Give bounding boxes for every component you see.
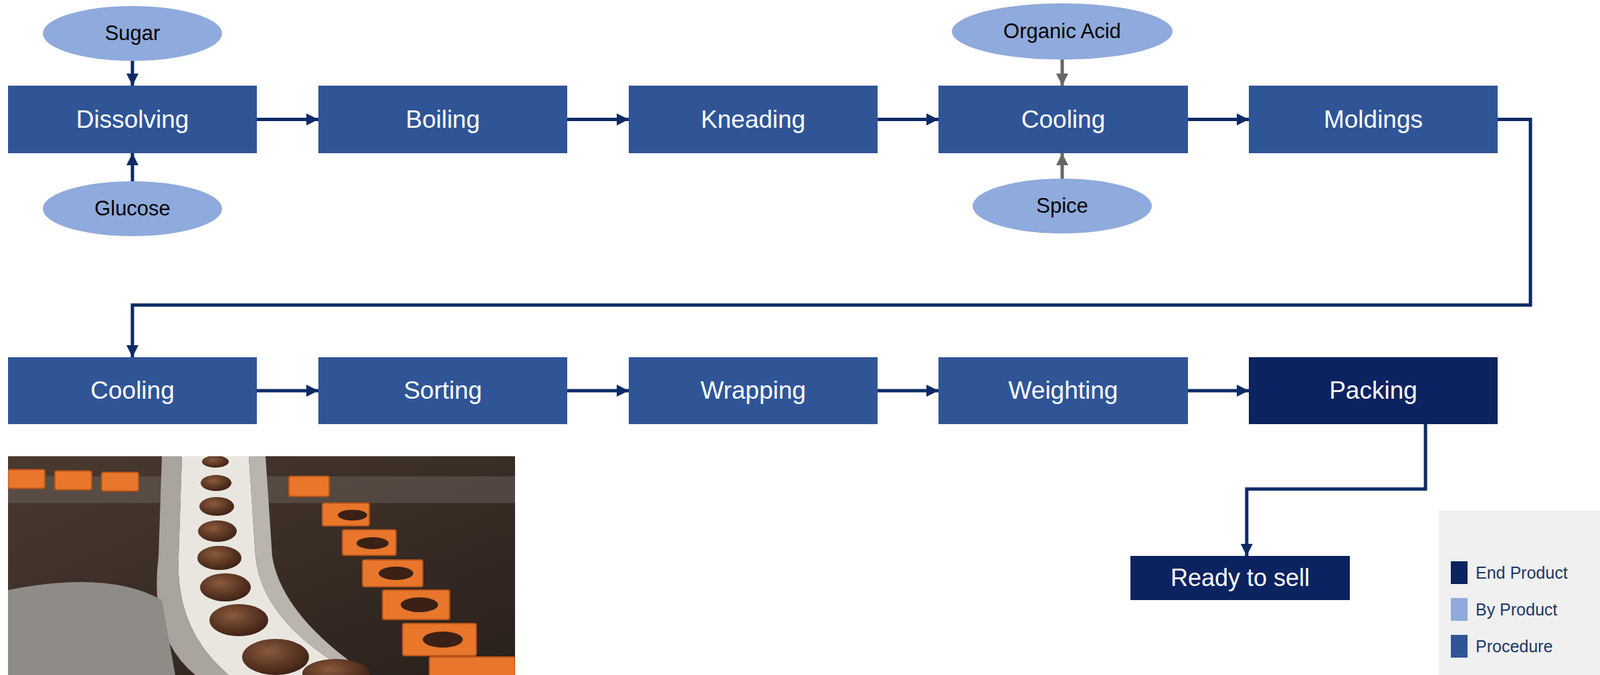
flow-arrow	[256, 117, 319, 122]
process-box: Dissolving	[8, 85, 257, 154]
node-label: Cooling	[90, 376, 174, 405]
legend-row: By Product	[1450, 597, 1558, 621]
process-box: Cooling	[938, 85, 1188, 154]
input-ellipse: Glucose	[42, 181, 223, 237]
legend-row: End Product	[1450, 561, 1568, 584]
node-label: Dissolving	[76, 105, 190, 134]
flow-arrow	[1246, 424, 1426, 556]
process-box: Weighting	[938, 357, 1188, 425]
legend-row: Procedure	[1450, 634, 1553, 658]
node-label: Cooling	[1021, 105, 1106, 134]
flow-arrow	[567, 117, 629, 122]
flow-arrow	[131, 153, 135, 182]
flow-arrow	[1060, 153, 1065, 179]
node-label: Moldings	[1323, 105, 1423, 134]
node-label: Spice	[1036, 193, 1089, 219]
input-ellipse: Sugar	[42, 6, 223, 61]
process-box: Kneading	[628, 85, 878, 154]
node-label: Organic Acid	[1003, 19, 1122, 44]
flow-arrow	[877, 117, 939, 122]
end-box: Ready to sell	[1130, 555, 1350, 600]
production-photo	[8, 456, 516, 675]
process-box: Sorting	[318, 357, 568, 425]
node-label: Glucose	[94, 196, 171, 221]
process-box: Boiling	[318, 85, 568, 154]
flow-arrow	[1187, 117, 1249, 122]
flow-arrow	[1187, 389, 1249, 393]
flow-arrow	[256, 389, 319, 393]
legend-label: End Product	[1475, 563, 1568, 583]
process-box: Wrapping	[628, 357, 878, 425]
node-label: Sorting	[403, 376, 482, 405]
input-ellipse: Organic Acid	[951, 3, 1173, 60]
process-box: Moldings	[1248, 85, 1498, 154]
legend-swatch	[1450, 597, 1468, 621]
node-label: Wrapping	[700, 376, 807, 405]
flow-arrow	[132, 119, 1531, 358]
legend-label: Procedure	[1475, 636, 1553, 657]
node-label: Packing	[1329, 376, 1418, 405]
flow-arrow	[131, 60, 135, 86]
node-label: Ready to sell	[1170, 563, 1310, 592]
node-label: Sugar	[105, 21, 161, 46]
legend-label: By Product	[1475, 600, 1558, 620]
node-label: Kneading	[701, 105, 806, 134]
flow-arrow	[567, 389, 629, 393]
process-box: Cooling	[8, 357, 257, 425]
legend-swatch	[1450, 634, 1468, 658]
flow-arrow	[877, 389, 939, 393]
legend-panel: End Product By ProductProcedure	[1438, 510, 1600, 675]
node-label: Weighting	[1008, 376, 1119, 405]
flow-arrow	[1060, 59, 1065, 86]
legend-swatch	[1450, 561, 1468, 584]
end-box: Packing	[1248, 357, 1498, 425]
input-ellipse: Spice	[972, 178, 1152, 234]
node-label: Boiling	[405, 105, 480, 134]
